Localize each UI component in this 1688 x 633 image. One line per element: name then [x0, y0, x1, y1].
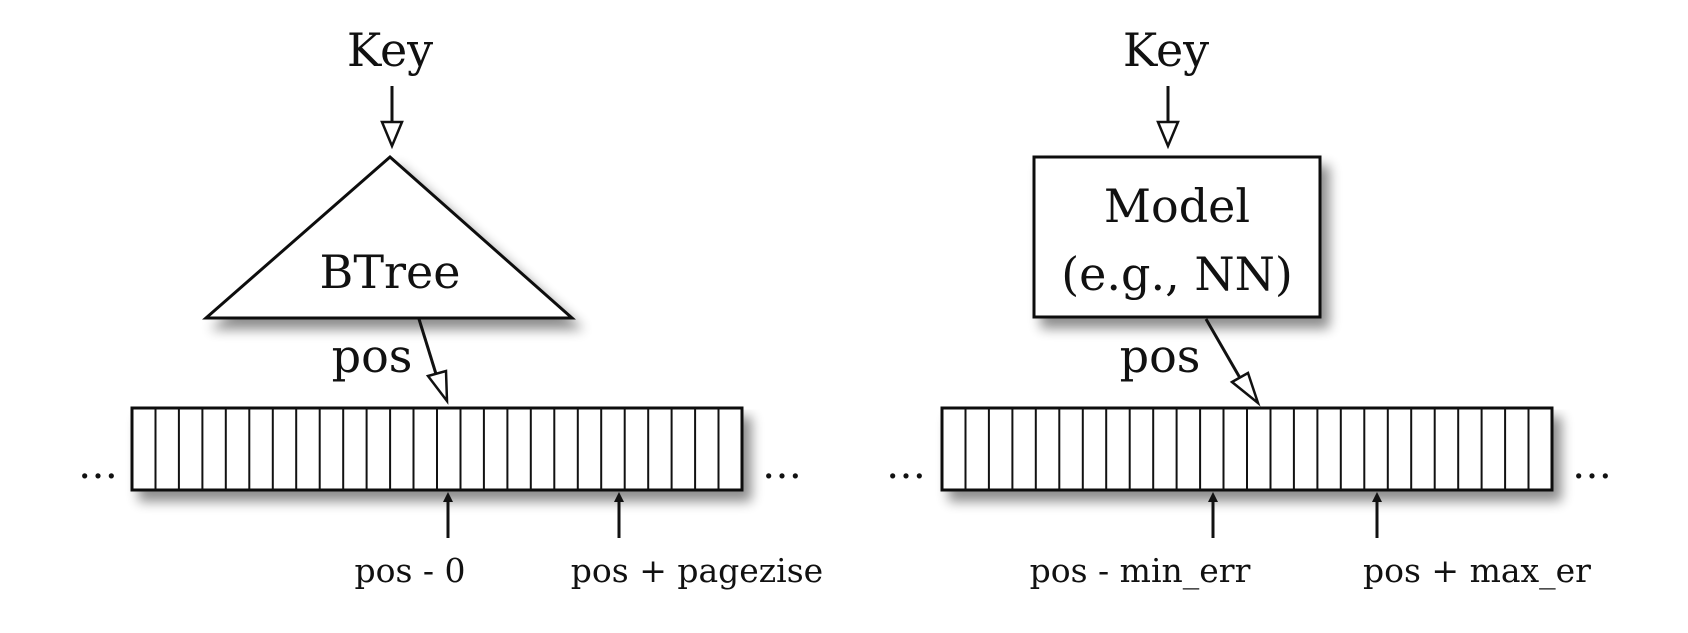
- right-lower-bound-label: pos - min_err: [1030, 551, 1251, 591]
- left-array-ellipsis-left: …: [78, 442, 118, 488]
- right-pos-label: pos: [1120, 329, 1201, 383]
- right-key-arrow-head: [1156, 120, 1180, 150]
- right-lower-bound-pointer-head: [1208, 492, 1218, 502]
- left-pos-label: pos: [332, 329, 413, 383]
- left-array-ellipsis-right: …: [762, 442, 802, 488]
- right-panel: Key Model (e.g., NN) pos … … pos - min_e…: [886, 23, 1612, 591]
- right-upper-bound-label: pos + max_er: [1363, 551, 1591, 591]
- left-lower-bound-label: pos - 0: [354, 551, 465, 590]
- right-key-label: Key: [1123, 23, 1209, 77]
- model-label-line2: (e.g., NN): [1061, 247, 1293, 301]
- left-pos-arrow-head: [425, 369, 449, 405]
- btree-triangle: [202, 155, 576, 320]
- model-label-line1: Model: [1104, 179, 1250, 233]
- left-array: [130, 406, 744, 492]
- right-array-ellipsis-left: …: [886, 442, 926, 488]
- left-panel: Key BTree pos … … pos - 0 pos + pagezise: [78, 23, 823, 590]
- left-key-label: Key: [347, 23, 433, 77]
- model-box: [1032, 155, 1322, 319]
- left-upper-bound-label: pos + pagezise: [571, 551, 823, 590]
- left-upper-bound-pointer-head: [614, 492, 624, 502]
- right-pos-arrow-shaft: [1204, 318, 1242, 379]
- right-pos-arrow-head: [1229, 371, 1261, 407]
- btree-label: BTree: [320, 245, 461, 299]
- right-upper-bound-pointer-head: [1372, 492, 1382, 502]
- left-pos-arrow-shaft: [417, 318, 438, 375]
- left-lower-bound-pointer-head: [443, 492, 453, 502]
- right-array: [940, 406, 1554, 492]
- right-array-ellipsis-right: …: [1572, 442, 1612, 488]
- left-key-arrow-head: [380, 120, 404, 150]
